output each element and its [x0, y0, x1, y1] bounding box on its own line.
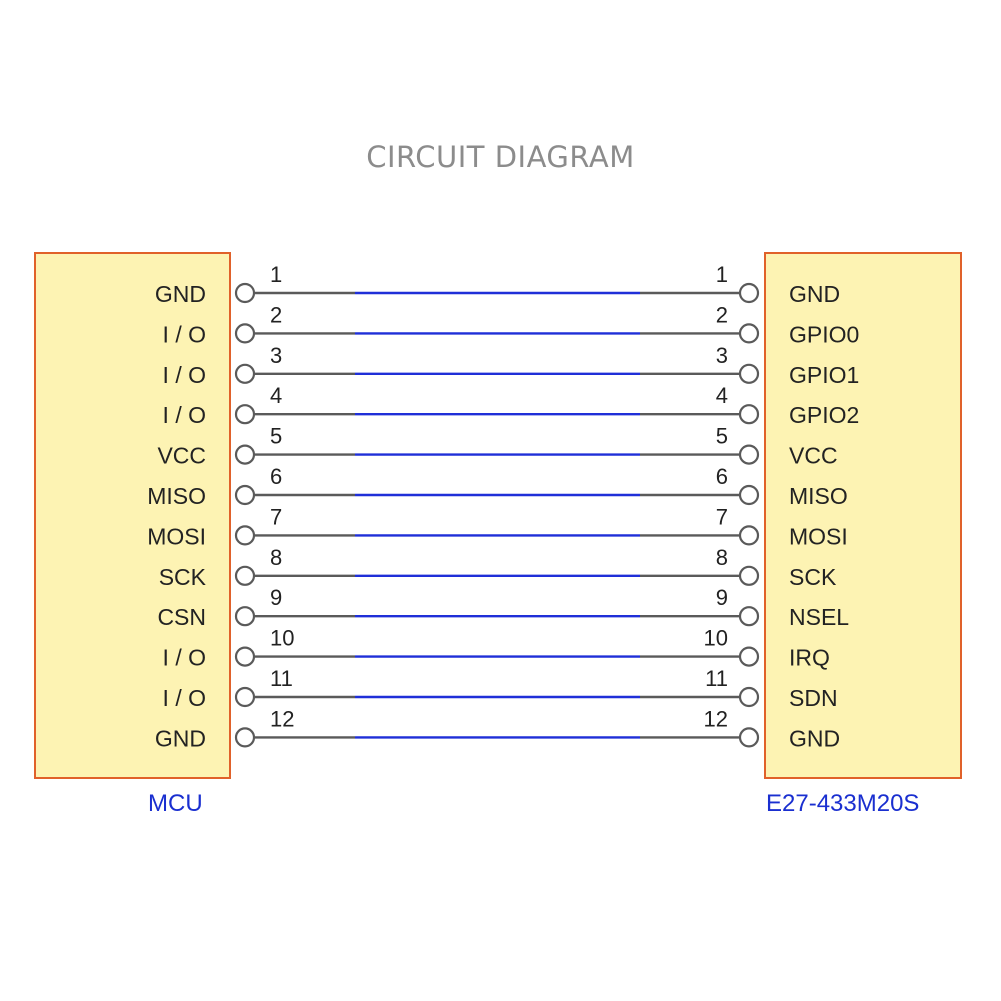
module-label: E27-433M20S — [766, 790, 920, 817]
module-pin-11-label: SDN — [789, 685, 838, 711]
right-pin-2-terminal-icon — [738, 323, 760, 344]
right-pin-7-terminal-icon — [738, 525, 760, 546]
module-pin-3-label: GPIO1 — [789, 362, 859, 388]
wire-12-left-number: 12 — [270, 706, 294, 731]
wire-9-left-number: 9 — [270, 585, 282, 610]
mcu-pin-11-label: I / O — [163, 685, 206, 711]
mcu-pin-3-label: I / O — [163, 362, 206, 388]
right-pin-1-terminal-icon — [738, 282, 760, 304]
module-block — [764, 252, 962, 779]
wire-9-right-number: 9 — [716, 585, 728, 610]
mcu-label: MCU — [148, 790, 203, 817]
wire-11-right-number: 11 — [705, 666, 728, 691]
left-pin-2-terminal-icon — [234, 323, 256, 344]
right-pin-8-terminal-icon — [738, 565, 760, 586]
mcu-pin-8-label: SCK — [159, 564, 207, 590]
wire-7-left-number: 7 — [270, 504, 282, 529]
wire-5-right-number: 5 — [716, 424, 728, 449]
mcu-pin-5-label: VCC — [157, 443, 206, 469]
module-pin-6-label: MISO — [789, 483, 848, 509]
mcu-pin-6-label: MISO — [147, 483, 206, 509]
wire-5-left-number: 5 — [270, 424, 282, 449]
left-pin-4-terminal-icon — [234, 404, 256, 425]
left-pin-3-terminal-icon — [234, 363, 256, 384]
right-pin-11-terminal-icon — [738, 686, 760, 708]
wire-11-left-number: 11 — [270, 666, 293, 691]
wire-8-right-number: 8 — [716, 545, 728, 570]
mcu-pin-12-label: GND — [155, 725, 206, 751]
diagram-title: CIRCUIT DIAGRAM — [366, 140, 635, 174]
mcu-block — [34, 252, 231, 779]
left-pin-12-terminal-icon — [234, 727, 256, 748]
left-pin-10-terminal-icon — [234, 646, 256, 667]
mcu-pin-7-label: MOSI — [147, 523, 206, 549]
wire-3-left-number: 3 — [270, 343, 282, 368]
left-pin-1-terminal-icon — [234, 282, 256, 304]
wire-1-left-number: 1 — [270, 262, 282, 287]
wire-2-left-number: 2 — [270, 302, 282, 327]
module-pin-1-label: GND — [789, 281, 840, 307]
wire-10-left-number: 10 — [270, 626, 294, 651]
wire-2-right-number: 2 — [716, 302, 728, 327]
module-pin-4-label: GPIO2 — [789, 402, 859, 428]
right-pin-6-terminal-icon — [738, 484, 760, 506]
left-pin-9-terminal-icon — [234, 606, 256, 627]
wire-4-left-number: 4 — [270, 383, 282, 408]
wire-8-left-number: 8 — [270, 545, 282, 570]
mcu-pin-4-label: I / O — [163, 402, 206, 428]
module-pin-9-label: NSEL — [789, 604, 849, 630]
wire-1-right-number: 1 — [716, 262, 728, 287]
mcu-pin-9-label: CSN — [157, 604, 206, 630]
left-pin-6-terminal-icon — [234, 484, 256, 506]
mcu-pin-1-label: GND — [155, 281, 206, 307]
left-pin-7-terminal-icon — [234, 525, 256, 546]
module-pin-12-label: GND — [789, 725, 840, 751]
mcu-pin-10-label: I / O — [163, 645, 206, 671]
wire-7-right-number: 7 — [716, 504, 728, 529]
wire-4-right-number: 4 — [716, 383, 728, 408]
module-pin-8-label: SCK — [789, 564, 837, 590]
module-pin-2-label: GPIO0 — [789, 321, 859, 347]
right-pin-4-terminal-icon — [738, 404, 760, 425]
module-pin-5-label: VCC — [789, 443, 838, 469]
mcu-pin-2-label: I / O — [163, 321, 206, 347]
wire-10-right-number: 10 — [704, 626, 728, 651]
left-pin-8-terminal-icon — [234, 565, 256, 586]
left-pin-5-terminal-icon — [234, 444, 256, 465]
right-pin-5-terminal-icon — [738, 444, 760, 465]
wire-12-right-number: 12 — [704, 706, 728, 731]
left-pin-11-terminal-icon — [234, 686, 256, 708]
module-pin-7-label: MOSI — [789, 523, 848, 549]
right-pin-9-terminal-icon — [738, 606, 760, 627]
right-pin-12-terminal-icon — [738, 727, 760, 748]
wire-3-right-number: 3 — [716, 343, 728, 368]
right-pin-10-terminal-icon — [738, 646, 760, 667]
wire-6-left-number: 6 — [270, 464, 282, 489]
module-pin-10-label: IRQ — [789, 645, 830, 671]
wire-6-right-number: 6 — [716, 464, 728, 489]
right-pin-3-terminal-icon — [738, 363, 760, 384]
